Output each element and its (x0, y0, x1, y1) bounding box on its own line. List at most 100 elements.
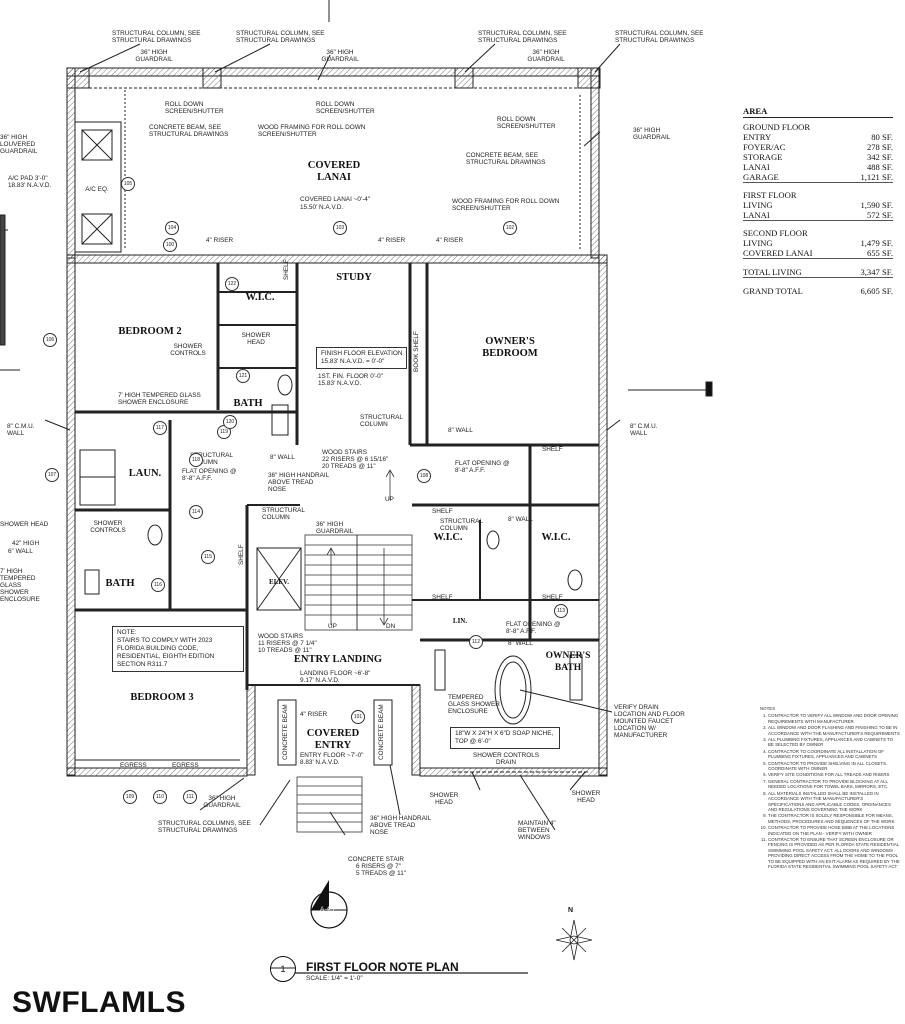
tag-114: 114 (189, 505, 203, 519)
tag-120: 120 (223, 415, 237, 429)
wall-entry-right (411, 684, 421, 776)
label-wall: 8" WALL (448, 427, 473, 434)
label-entry-navd: 8.83' N.A.V.D. (300, 759, 340, 766)
area-second-floor-heading: SECOND FLOOR (743, 228, 808, 238)
finish-floor-box: FINISH FLOOR ELEVATION 15.83' N.A.V.D. =… (316, 347, 408, 369)
column (66, 67, 90, 89)
room-entry-landing: ENTRY LANDING (293, 654, 383, 665)
wall-top (66, 67, 600, 77)
label-egress: EGRESS (120, 762, 147, 769)
label-ac-pad: A/C PAD 3'-0" (8, 175, 48, 182)
section-marker-symbol (310, 880, 348, 929)
label-shower-head: SHOWER HEAD (0, 521, 49, 528)
main-stairs (304, 469, 413, 631)
label-shelf: SHELF (542, 446, 563, 453)
note-item: CONTRACTOR TO PROVIDE HOSE BIBB AT THE L… (768, 825, 900, 836)
label-finish-floor-navd: 15.83' N.A.V.D. = 0'-0" (321, 358, 385, 365)
wall-right-lanai (590, 67, 600, 259)
soap-niche-box: 18"W x 24"H x 6"D SOAP NICHE, TOP @ 6'-0… (450, 727, 560, 749)
note-item: CONTRACTOR TO PROVIDE SHELVING IN ALL CL… (768, 761, 900, 772)
column (577, 67, 601, 89)
notes-title: NOTES (760, 706, 776, 711)
label-book-shelf: BOOK SHELF (413, 331, 420, 372)
label-shelf: SHELF (238, 544, 245, 565)
label-shower-head: SHOWER HEAD (241, 332, 271, 346)
general-notes: NOTES CONTRACTOR TO VERIFY ALL WINDOW AN… (760, 706, 900, 870)
wall-house-bottom-left (66, 767, 248, 777)
label-guardrail: 36" HIGH GUARDRAIL (135, 49, 173, 63)
room-owners-bedroom: OWNER'S BEDROOM (482, 336, 538, 359)
room-linen: LIN. (452, 617, 468, 625)
tag-106: 106 (43, 333, 57, 347)
label-shelf: SHELF (432, 594, 453, 601)
tag-104: 104 (165, 221, 179, 235)
label-structural-column: STRUCTURAL COLUMN (440, 518, 483, 532)
label-shower-controls: SHOWER CONTROLS (90, 520, 126, 534)
room-owners-bath: OWNER'S BATH (545, 651, 591, 673)
label-flat-opening: FLAT OPENING @ 8'-8" A.F.F. (182, 468, 237, 482)
tag-110: 110 (153, 790, 167, 804)
label-wood-stairs-2: WOOD STAIRS (258, 633, 303, 640)
label-shower-controls: SHOWER CONTROLS (170, 343, 206, 357)
note-item: THE CONTRACTOR IS SOLELY RESPONSIBLE FOR… (768, 813, 900, 824)
label-cmu-wall: 8" C.M.U. WALL (7, 423, 35, 437)
tag-116: 116 (151, 578, 165, 592)
label-structural-column: STRUCTURAL COLUMN, SEE STRUCTURAL DRAWIN… (478, 30, 567, 44)
elevator-shaft (256, 547, 302, 611)
label-wall: 8" WALL (508, 516, 533, 523)
tag-103: 103 (333, 221, 347, 235)
label-shelf: SHELF (432, 508, 453, 515)
plan-number: 1 (270, 956, 296, 982)
note-body: STAIRS TO COMPLY WITH 2023 FLORIDA BUILD… (117, 637, 215, 668)
label-wood-stairs: WOOD STAIRS (322, 449, 367, 456)
room-bedroom-3: BEDROOM 3 (130, 692, 194, 703)
label-cmu-wall: 8" C.M.U. WALL (630, 423, 658, 437)
label-guardrail-short: 36" HIGH GUARDRAIL (316, 521, 354, 535)
label-lanai-level: COVERED LANAI ~0'-4" (300, 196, 371, 203)
label-riser: 4" RISER (206, 237, 234, 244)
label-first-floor-navd: 15.83' N.A.V.D. (318, 380, 362, 387)
entry-stairs (296, 776, 363, 833)
label-wall-6: 6" WALL (8, 548, 33, 555)
tag-100: 100 (163, 238, 177, 252)
tag-108: 108 (417, 469, 431, 483)
tag-115: 115 (201, 550, 215, 564)
area-first-floor-heading: FIRST FLOOR (743, 190, 797, 200)
label-concrete-stair: CONCRETE STAIR (348, 856, 404, 863)
label-stairs-treads: 20 TREADS @ 11" (322, 463, 376, 470)
label-stairs-risers: 22 RISERS @ 6 15/16" (322, 456, 389, 463)
label-entry-floor: ENTRY FLOOR ~7'-0" (300, 752, 364, 759)
label-up: UP (385, 496, 394, 503)
room-elevator: ELEV. (269, 578, 289, 586)
tag-101: 101 (351, 710, 365, 724)
tag-113: 113 (554, 604, 568, 618)
north-arrow-symbol (555, 919, 593, 961)
area-title: AREA (743, 106, 893, 118)
plan-title: FIRST FLOOR NOTE PLAN (306, 960, 459, 974)
note-item: ALL PLUMBING FIXTURES, APPLIANCES AND CA… (768, 737, 900, 748)
watermark-logo: SWFLAMLS (12, 986, 186, 1019)
label-roll-down: ROLL DOWN SCREEN/SHUTTER (497, 116, 556, 130)
label-flat-opening: FLAT OPENING @ 8'-8" A.F.F. (506, 621, 561, 635)
room-covered-lanai: COVERED LANAI (307, 160, 361, 183)
label-roll-down: ROLL DOWN SCREEN/SHUTTER (316, 101, 375, 115)
room-covered-entry: COVERED ENTRY (306, 728, 360, 751)
label-structural-column: STRUCTURAL COLUMN, SEE STRUCTURAL DRAWIN… (112, 30, 201, 44)
wall-house-left (66, 254, 76, 776)
label-landing-navd: 9.17' N.A.V.D. (300, 677, 340, 684)
label-structural-columns: STRUCTURAL COLUMNS, SEE STRUCTURAL DRAWI… (158, 820, 251, 834)
label-structural-column: STRUCTURAL COLUMN, SEE STRUCTURAL DRAWIN… (615, 30, 704, 44)
label-tempered-glass-left: 7' HIGH TEMPERED GLASS SHOWER ENCLOSURE (0, 568, 40, 603)
section-marker-label: A-4.1 (320, 906, 336, 913)
label-shelf: SHELF (542, 594, 563, 601)
label-guardrail: 36" HIGH GUARDRAIL (633, 127, 671, 141)
label-maintain: MAINTAIN 4" BETWEEN WINDOWS (518, 820, 556, 841)
label-structural-column: STRUCTURAL COLUMN (360, 414, 403, 428)
